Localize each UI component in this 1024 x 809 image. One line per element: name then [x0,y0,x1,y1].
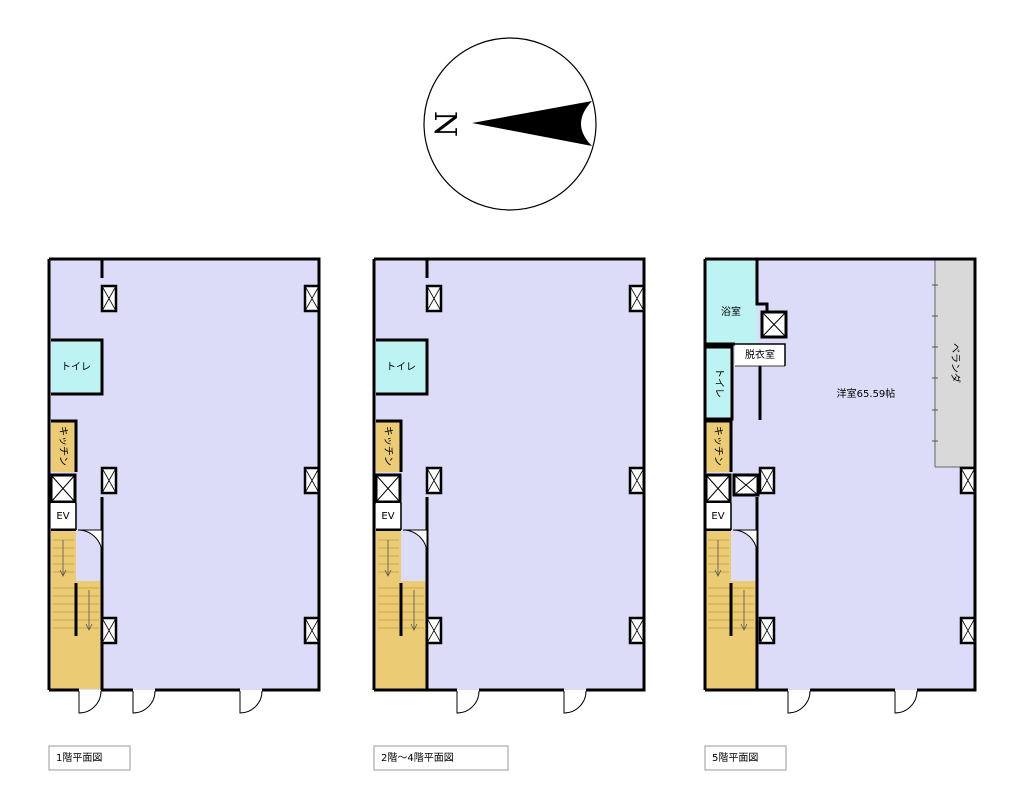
bath-room [706,260,757,344]
floor-plan-1: トイレ キッチン EV [47,257,321,771]
kitchen-label: キッチン [57,426,69,466]
door [894,690,918,714]
column [425,466,443,495]
floor-caption-box [704,745,787,771]
column [758,616,776,645]
north-label: N [427,111,462,137]
exterior-wall [374,257,646,692]
door [239,690,263,714]
elevator [706,503,730,529]
toilet-room [376,340,427,394]
toilet-label: トイレ [61,362,91,373]
dressing-label: 脱衣室 [745,348,775,361]
toilet-label: トイレ [386,362,416,373]
elevator-label: EV [711,511,724,522]
bath-label: 浴室 [721,305,741,318]
veranda-label: ベランダ [949,343,962,383]
column [100,616,118,645]
exterior-wall [49,257,321,692]
column [100,466,118,495]
toilet-room [51,340,102,394]
column [959,466,977,495]
floor-caption-box [373,745,509,771]
kitchen-label: キッチン [712,426,724,466]
column [303,466,321,495]
door [78,690,102,714]
kitchen-area [51,421,76,472]
column [303,284,321,313]
column [628,466,646,495]
floor-caption: 1階平面図 [56,752,102,764]
floor-caption: 5階平面図 [712,752,758,764]
floor-plan-5: ベランダ 浴室 脱衣室 トイレ キッチン EV [703,257,977,771]
door [787,690,811,714]
column [628,616,646,645]
western-room-label: 洋室65.59帖 [837,387,896,400]
column [959,616,977,645]
elevator-label: EV [56,511,69,522]
column [758,466,776,495]
staircase [706,531,756,689]
column [100,284,118,313]
elevator [51,503,75,529]
toilet-label: トイレ [713,368,724,398]
column [425,284,443,313]
floor-plan-2-4: トイレ キッチン EV 2階～4階平面図 [372,257,646,771]
staircase [376,531,426,689]
kitchen-label: キッチン [382,426,394,466]
compass: N [423,37,597,211]
kitchen-area [376,421,401,472]
toilet-room [706,347,732,419]
veranda [935,260,974,467]
column [628,284,646,313]
elevator-label: EV [381,511,394,522]
column [303,616,321,645]
floor-caption-box [48,745,131,771]
staircase [51,531,101,689]
exterior-wall [705,257,977,692]
door [132,690,156,714]
elevator [376,503,400,529]
door [563,690,587,714]
kitchen-area [706,421,731,472]
column [425,616,443,645]
door [456,690,480,714]
floor-caption: 2階～4階平面図 [381,752,454,764]
dressing-room [735,344,785,366]
north-arrow-icon [472,101,592,146]
